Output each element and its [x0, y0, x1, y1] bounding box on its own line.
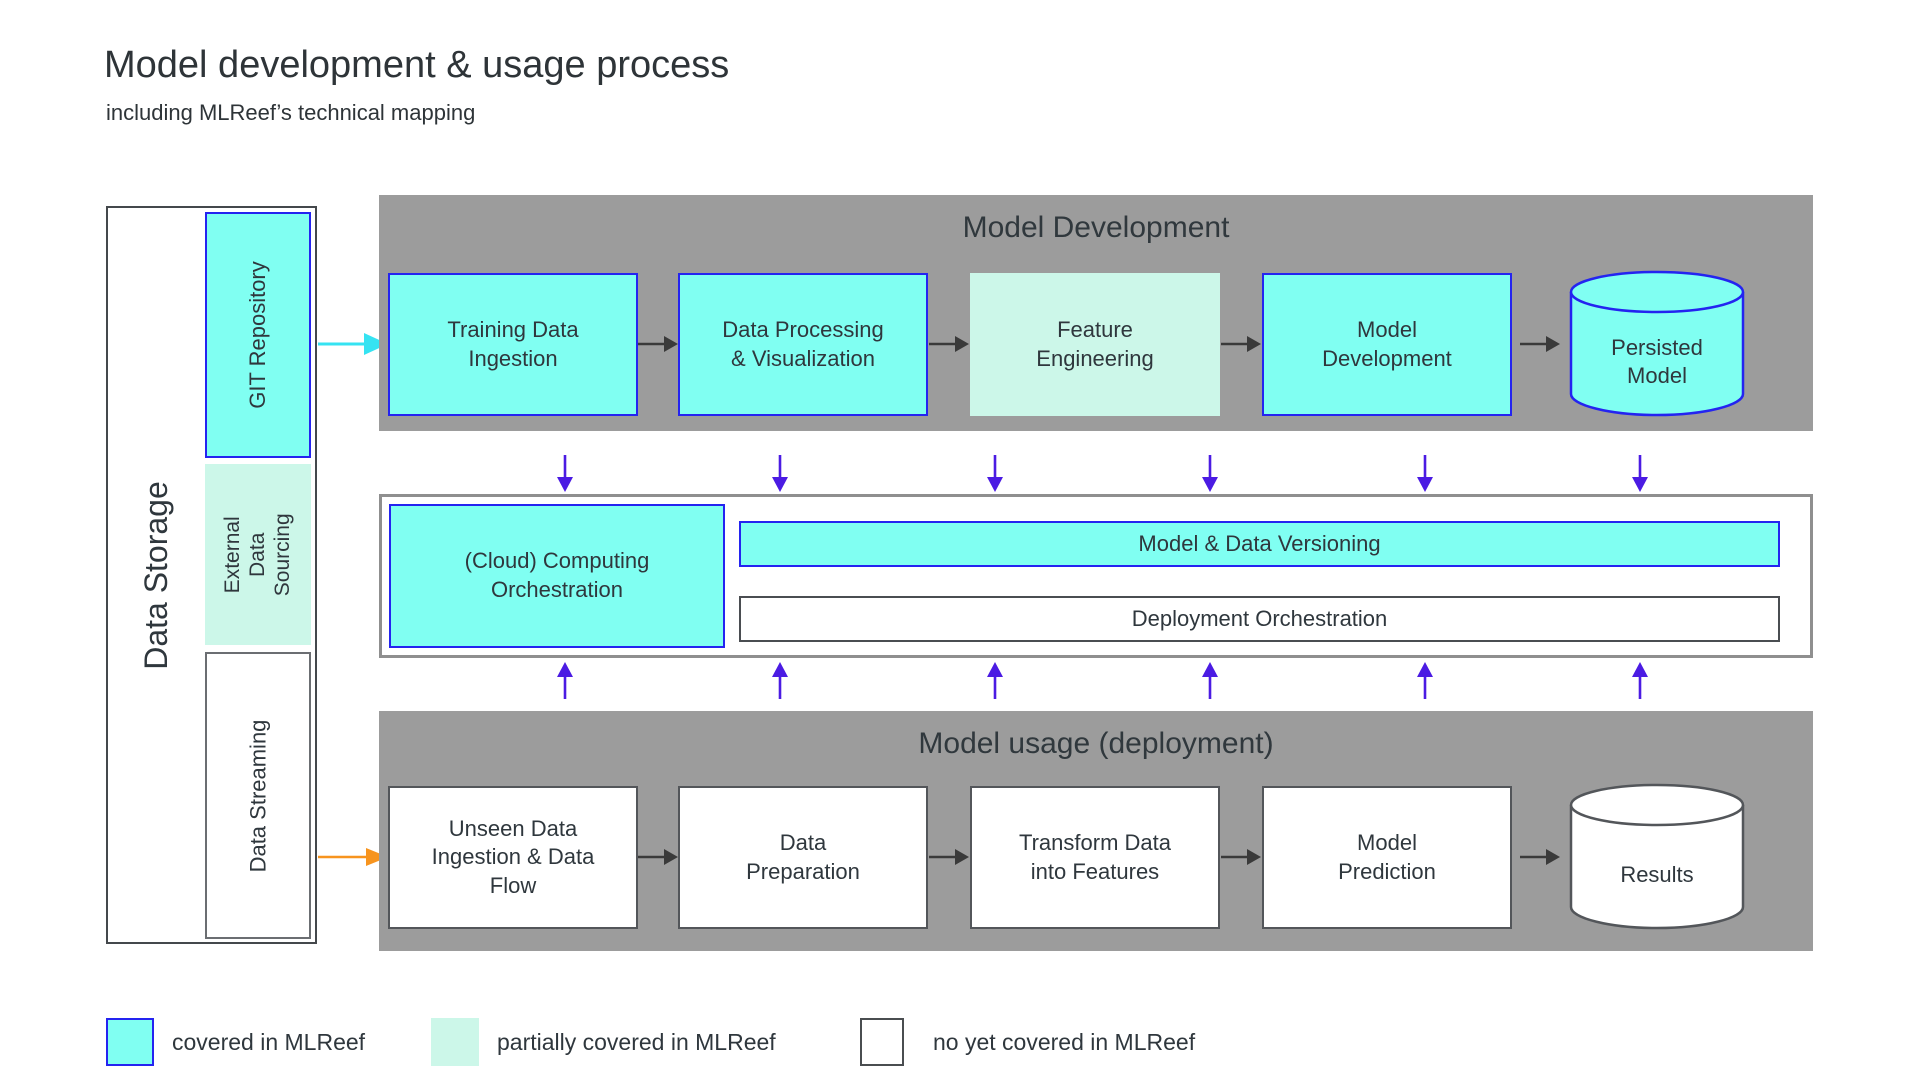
legend-swatch-uncovered — [860, 1018, 904, 1066]
mapping-up-arrow-icon — [772, 662, 788, 699]
flow-arrow-icon — [1221, 336, 1261, 352]
git-repository-label: GIT Repository — [245, 261, 271, 409]
data-storage-label: Data Storage — [137, 480, 174, 670]
mapping-down-arrow-icon — [1202, 455, 1218, 492]
step-feature-engineering: Feature Engineering — [970, 273, 1220, 416]
results-cylinder: Results — [1568, 781, 1746, 931]
mapping-up-arrow-icon — [987, 662, 1003, 699]
flow-arrow-icon — [1520, 336, 1560, 352]
flow-arrow-icon — [638, 336, 678, 352]
flow-arrow-icon — [929, 336, 969, 352]
legend-swatch-covered — [106, 1018, 154, 1066]
persisted-model-cylinder: Persisted Model — [1568, 268, 1746, 418]
step-model-development: Model Development — [1262, 273, 1512, 416]
mapping-down-arrow-icon — [772, 455, 788, 492]
mapping-up-arrow-icon — [1202, 662, 1218, 699]
mapping-down-arrow-icon — [557, 455, 573, 492]
mapping-up-arrow-icon — [1417, 662, 1433, 699]
results-label: Results — [1620, 861, 1694, 887]
database-icon — [1569, 270, 1745, 417]
step-data-preparation: Data Preparation — [678, 786, 928, 929]
flow-arrow-icon — [929, 849, 969, 865]
cloud-computing-orchestration-box: (Cloud) Computing Orchestration — [389, 504, 725, 648]
flow-arrow-icon — [1221, 849, 1261, 865]
model-usage-title: Model usage (deployment) — [918, 727, 1274, 760]
model-development-title: Model Development — [962, 211, 1230, 244]
git-repository-box: GIT Repository — [205, 212, 311, 458]
mapping-up-arrow-icon — [1632, 662, 1648, 699]
model-data-versioning-bar: Model & Data Versioning — [739, 521, 1780, 567]
data-storage-label-wrap: Data Storage — [106, 206, 206, 944]
database-icon — [1569, 783, 1745, 930]
flow-arrow-icon — [1520, 849, 1560, 865]
persisted-model-label: Persisted Model — [1611, 334, 1703, 388]
flow-arrow-icon — [638, 849, 678, 865]
step-training-data-ingestion: Training Data Ingestion — [388, 273, 638, 416]
mapping-down-arrow-icon — [987, 455, 1003, 492]
legend-label-covered: covered in MLReef — [172, 1029, 366, 1055]
step-unseen-data-ingestion: Unseen Data Ingestion & Data Flow — [388, 786, 638, 929]
external-data-sourcing-box: External Data Sourcing — [205, 464, 311, 645]
data-streaming-label: Data Streaming — [245, 719, 271, 872]
data-streaming-box: Data Streaming — [205, 652, 311, 939]
step-data-processing-visualization: Data Processing & Visualization — [678, 273, 928, 416]
mapping-up-arrow-icon — [557, 662, 573, 699]
legend-swatch-partial — [431, 1018, 479, 1066]
page-subtitle: including MLReef’s technical mapping — [106, 100, 476, 125]
page-title: Model development & usage process — [104, 44, 730, 86]
deployment-orchestration-bar: Deployment Orchestration — [739, 596, 1780, 642]
legend-label-uncovered: no yet covered in MLReef — [933, 1029, 1196, 1055]
external-data-sourcing-label: External Data Sourcing — [221, 513, 295, 596]
git-flow-arrow-icon — [318, 333, 388, 355]
streaming-flow-arrow-icon — [318, 848, 388, 866]
step-model-prediction: Model Prediction — [1262, 786, 1512, 929]
mapping-down-arrow-icon — [1632, 455, 1648, 492]
step-transform-data-into-features: Transform Data into Features — [970, 786, 1220, 929]
legend-label-partial: partially covered in MLReef — [497, 1029, 776, 1055]
mapping-down-arrow-icon — [1417, 455, 1433, 492]
